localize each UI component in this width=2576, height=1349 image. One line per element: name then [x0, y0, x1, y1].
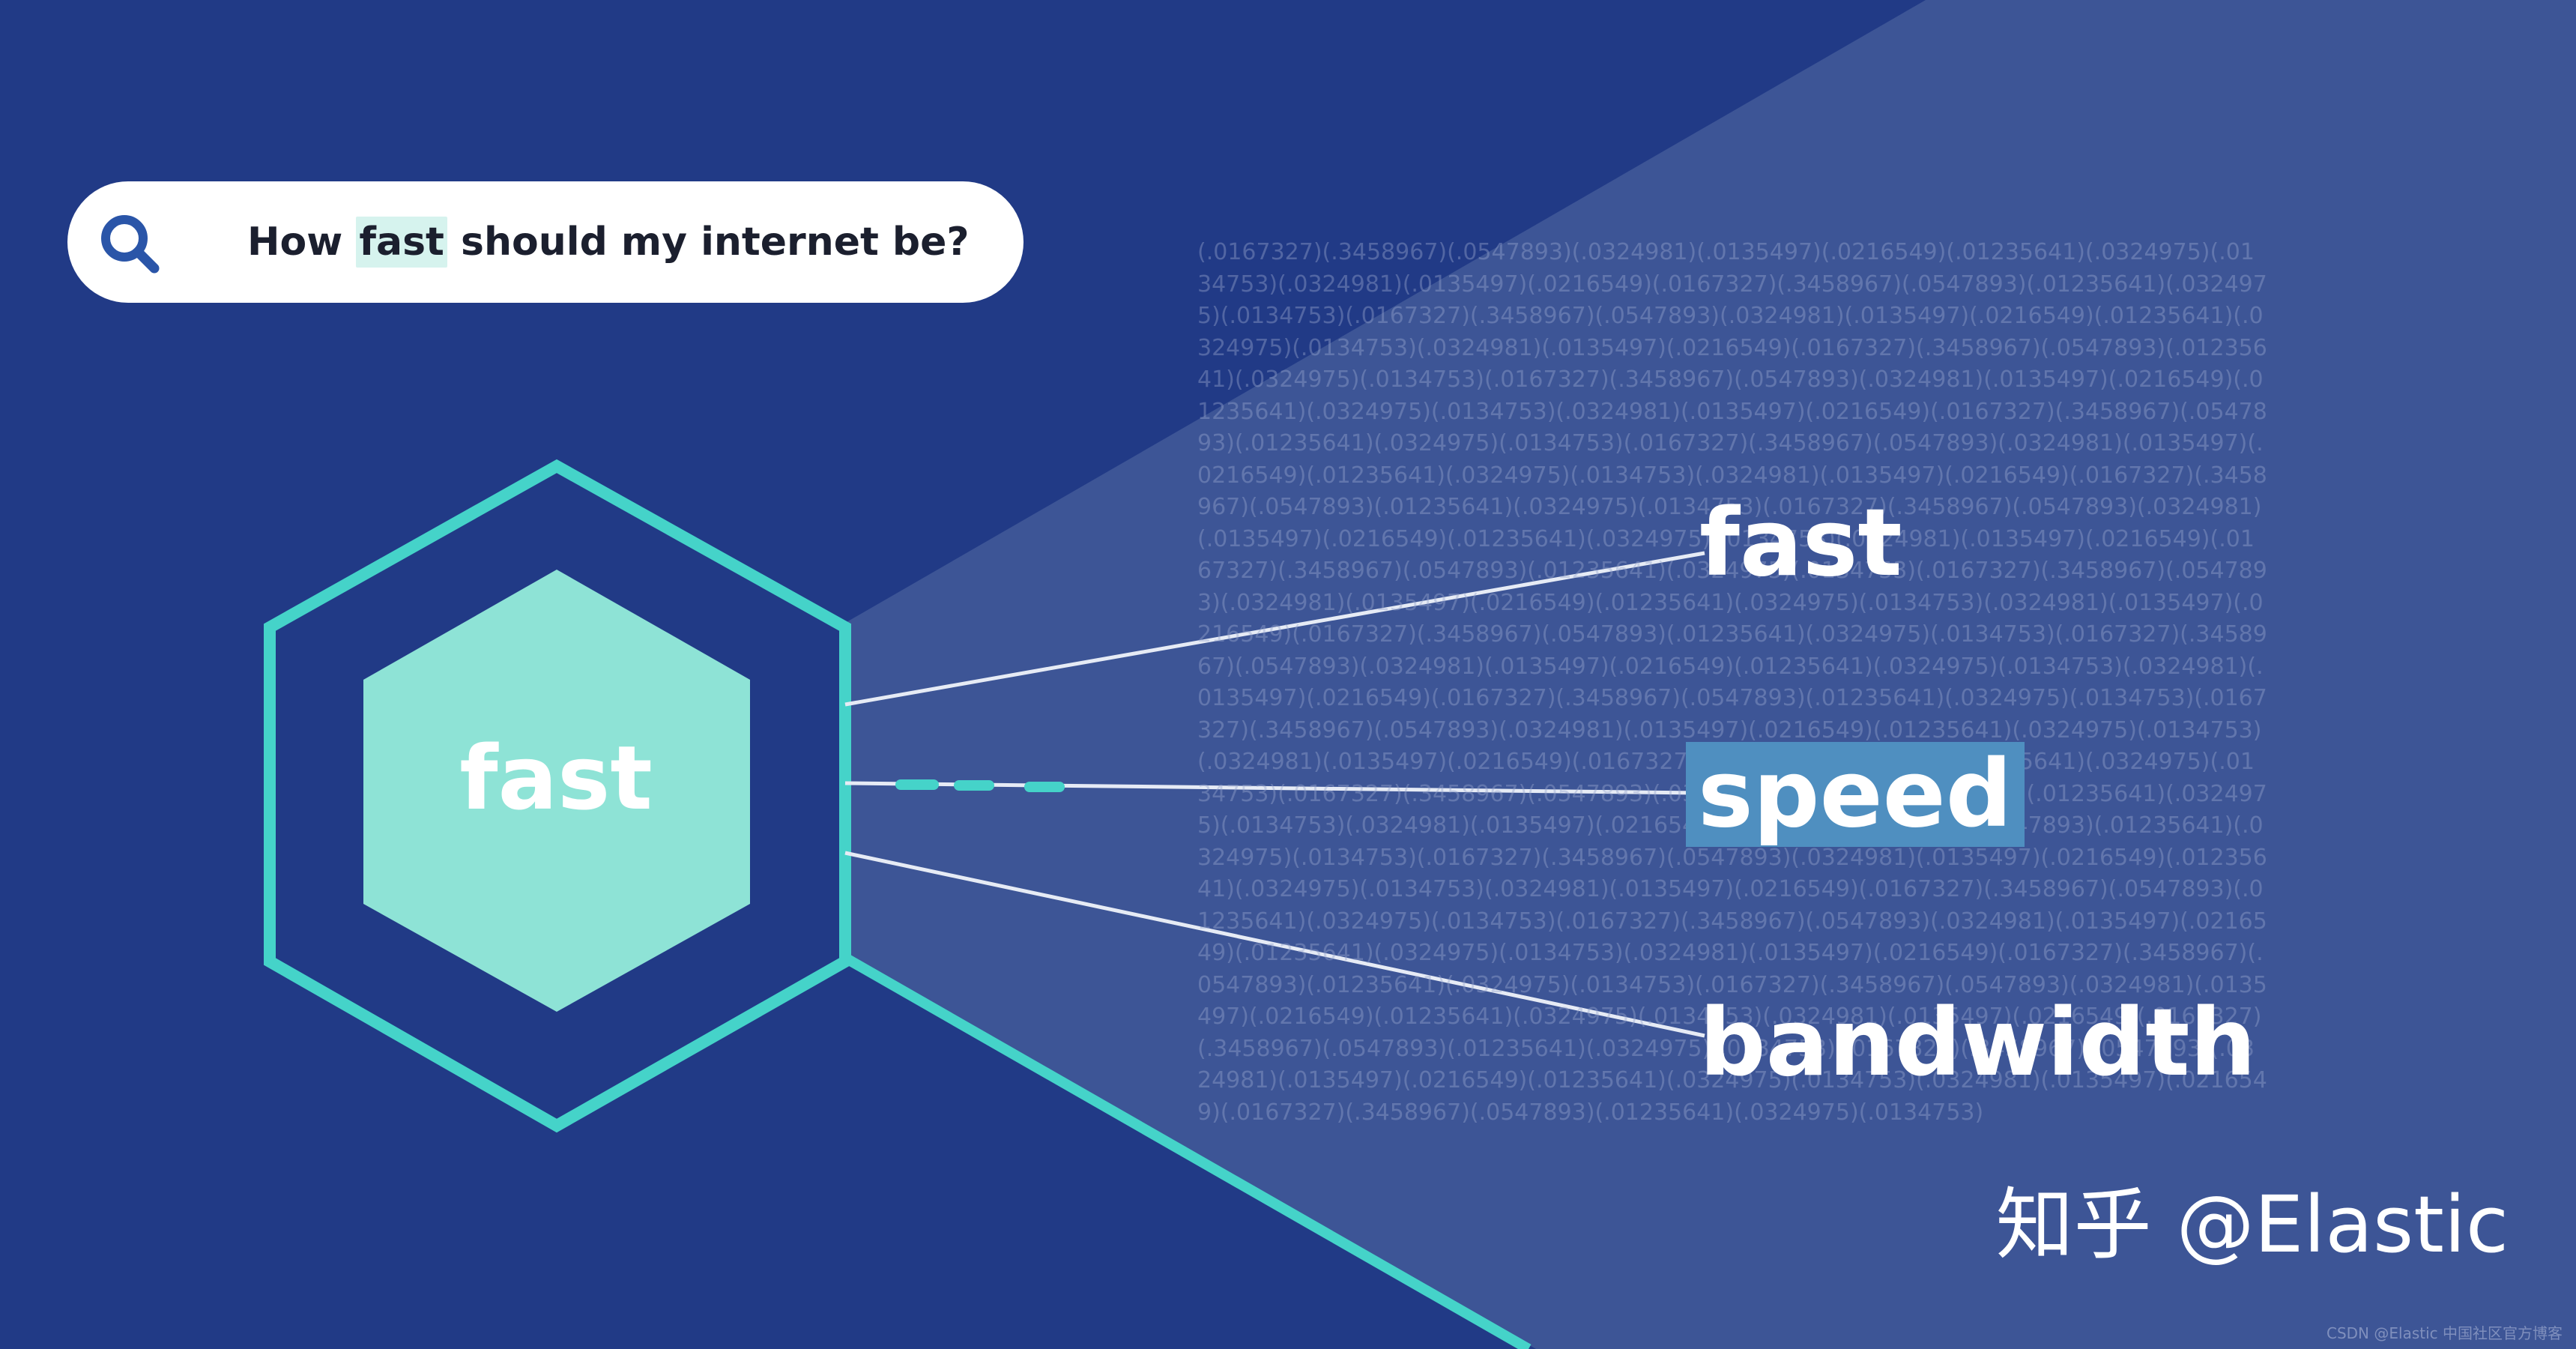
credit-text: CSDN @Elastic 中国社区官方博客 — [2326, 1324, 2563, 1342]
vector-numbers-text: (.0167327)(.3458967)(.0547893)(.0324981)… — [1197, 239, 2267, 1126]
term-fast: fast — [1699, 489, 1902, 597]
query-highlight: fast — [356, 217, 447, 268]
term-speed: speed — [1686, 742, 2025, 847]
inner-hexagon — [363, 570, 750, 1012]
watermark: 知乎 @Elastic — [1995, 1179, 2509, 1270]
hexagon-label: fast — [459, 726, 653, 830]
teal-ray — [842, 953, 1532, 1349]
connector-bandwidth — [844, 851, 1705, 1038]
beam-shape — [847, 0, 2576, 1349]
search-query: How fast should my internet be? — [247, 181, 970, 303]
query-text-before: How — [247, 220, 357, 265]
query-text-after: should my internet be? — [447, 220, 970, 265]
search-bar[interactable]: How fast should my internet be? — [67, 181, 1024, 303]
connector-fast — [844, 551, 1705, 707]
term-bandwidth: bandwidth — [1699, 989, 2256, 1097]
search-icon — [101, 215, 160, 274]
